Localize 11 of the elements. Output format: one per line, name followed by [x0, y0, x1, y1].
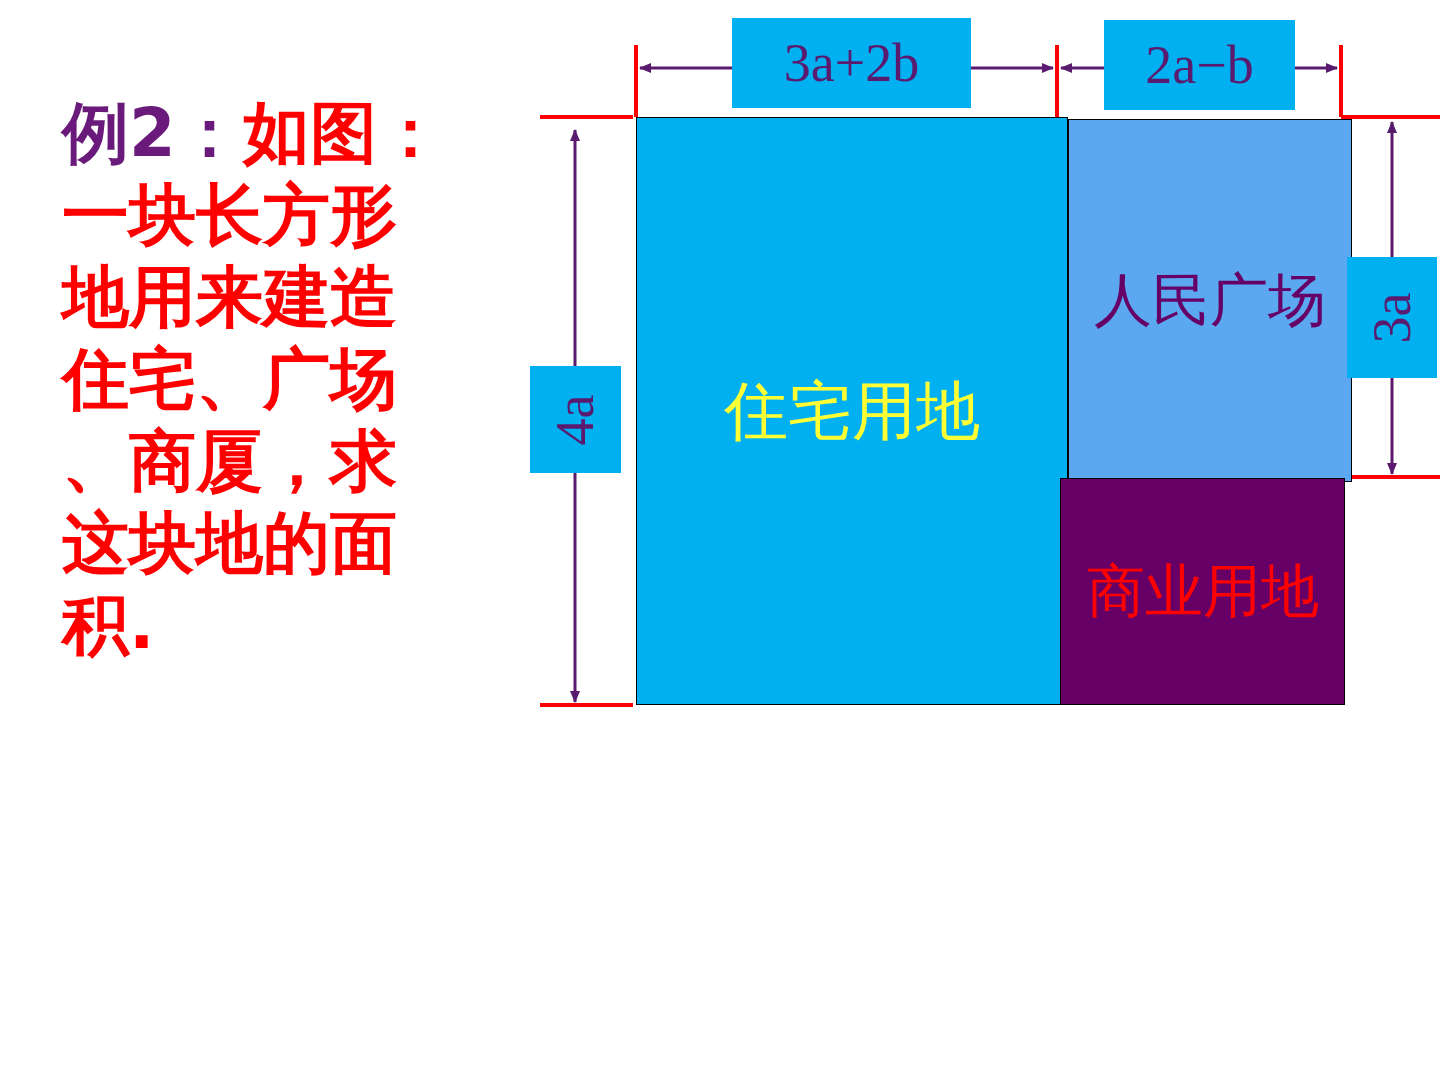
area-label: 商业用地 [1086, 555, 1319, 627]
area-label: 人民广场 [1094, 264, 1326, 336]
land-area-rect [636, 117, 1068, 705]
area-label: 住宅用地 [724, 372, 980, 450]
dimension-label: 3a+2b [732, 18, 971, 108]
dimension-label: 3a [1347, 257, 1437, 378]
dimension-label: 2a−b [1104, 20, 1295, 110]
land-area-rect [1060, 478, 1345, 705]
problem-text: 例2：如图：一块长方形地用来建造住宅、广场、商厦，求这块地的面积. [62, 93, 445, 666]
land-area-rect [1068, 119, 1352, 482]
dimension-label: 4a [530, 366, 621, 473]
